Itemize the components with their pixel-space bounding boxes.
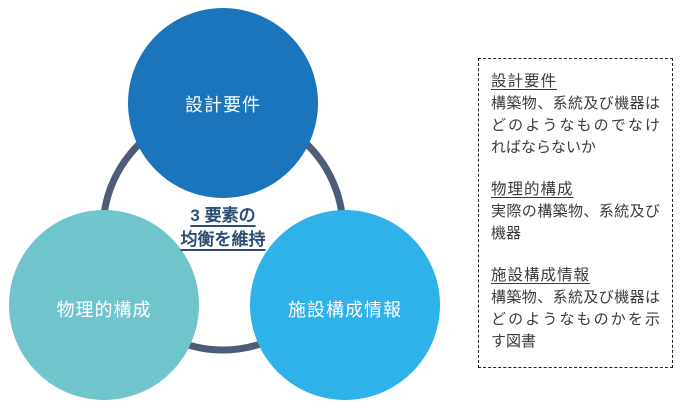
label-physical-configuration: 物理的構成	[56, 300, 152, 320]
center-balance-label: 3 要素の 均衡を維持	[181, 204, 266, 252]
center-balance-line1: 3 要素の	[190, 206, 256, 225]
legend-text-line: 構築物、系統及び機器は	[491, 95, 660, 112]
legend-text-line: す図書	[491, 333, 537, 350]
legend-section-design: 設計要件 構築物、系統及び機器は どのようなものでなけ ればならないか	[491, 71, 660, 159]
legend-section-physical: 物理的構成 実際の構築物、系統及び 機器	[491, 179, 660, 245]
legend-text-line: どのようなものかを示	[491, 311, 660, 328]
legend-section-facility: 施設構成情報 構築物、系統及び機器は どのようなものかを示 す図書	[491, 265, 660, 353]
circle-design-requirements	[128, 8, 318, 198]
legend-heading-facility: 施設構成情報	[491, 267, 591, 284]
label-facility-configuration-info: 施設構成情報	[288, 300, 402, 320]
circle-physical-configuration	[9, 210, 199, 400]
legend-heading-physical: 物理的構成	[491, 181, 574, 198]
center-balance-line2: 均衡を維持	[180, 230, 266, 249]
label-design-requirements: 設計要件	[185, 95, 261, 115]
legend-box: 設計要件 構築物、系統及び機器は どのようなものでなけ ればならないか 物理的構…	[478, 58, 673, 368]
circle-facility-configuration-info	[250, 210, 440, 400]
legend-heading-design: 設計要件	[491, 73, 558, 90]
legend-text-line: 実際の構築物、系統及び	[491, 203, 660, 220]
legend-text-line: 機器	[491, 225, 522, 242]
legend-text-line: ればならないか	[491, 139, 597, 156]
legend-text-line: どのようなものでなけ	[491, 117, 660, 134]
legend-text-line: 構築物、系統及び機器は	[491, 289, 660, 306]
